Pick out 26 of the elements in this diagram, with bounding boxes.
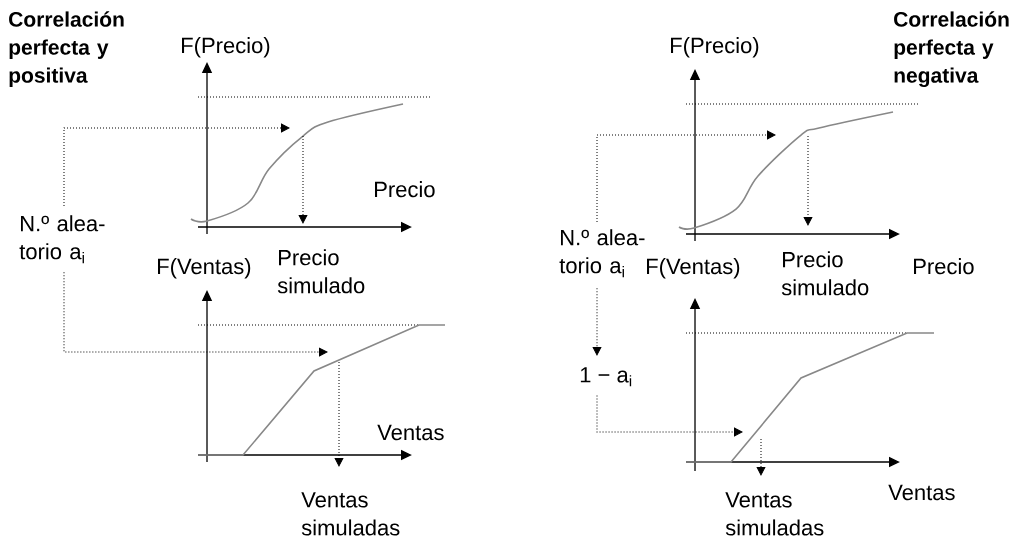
complement-label: 1 − a$_{i}$ [580,367,632,387]
result-label: Precio simulado [277,249,365,294]
title-text: Correlación perfecta y positiva [9,11,124,87]
axis-label: Precio [375,181,435,198]
axis-label: F(Precio) [182,37,270,58]
dotted-arrow [298,135,308,224]
dotted-arrow [803,135,813,226]
dotted-arrow [596,130,776,223]
dotted-arrow [756,438,766,476]
result-label: Ventas simuladas [725,492,824,536]
dotted-arrow [592,287,602,356]
result-label: Ventas simuladas [301,492,400,536]
dotted-arrow [334,361,344,467]
random-number-label: N.º alea-torio a$_{i}$ [19,215,105,264]
result-label: Precio simulado [781,251,869,296]
axis-label: Ventas [377,424,444,441]
axis-label: Ventas [888,484,955,501]
dotted-arrow [596,395,743,437]
dotted-arrow [63,123,290,207]
axis-label: Precio [914,258,974,275]
axis-label: F(Ventas) [158,258,251,279]
title-text: Correlación perfecta y negativa [894,11,1009,88]
axis-label: F(Ventas) [647,258,740,279]
dotted-arrow [63,271,328,357]
random-number-label: N.º alea-torio a$_{i}$ [559,229,645,278]
axis-label: F(Precio) [671,37,759,58]
